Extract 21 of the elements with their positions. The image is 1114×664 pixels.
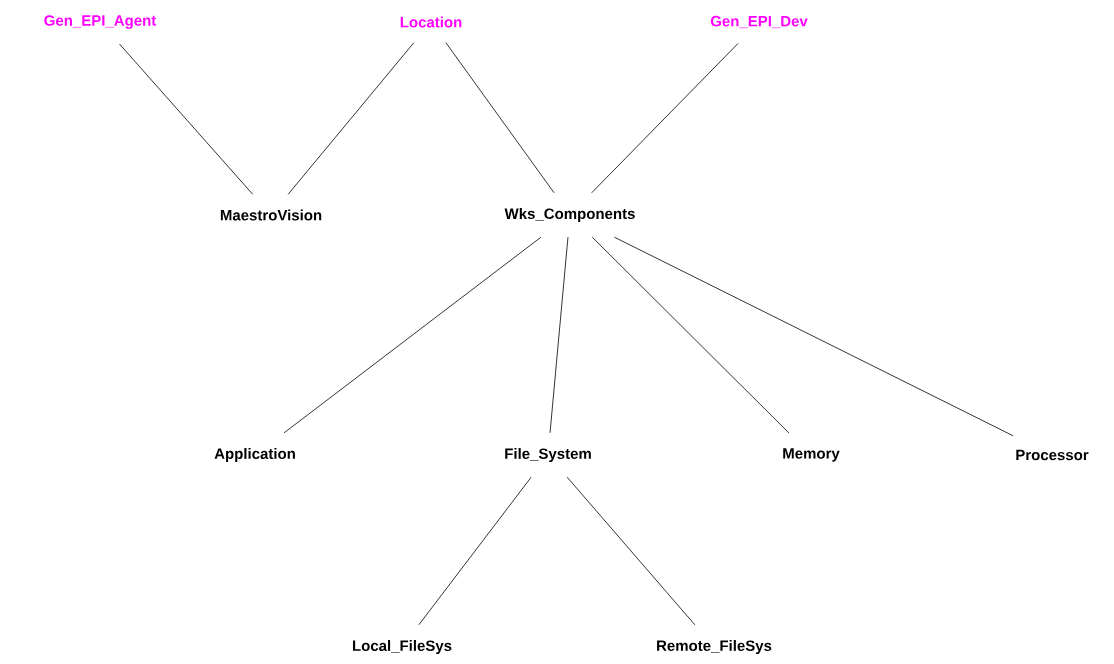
class-label: Processor <box>1016 449 1089 461</box>
class-label: Gen_EPI_Dev <box>710 15 808 29</box>
class-label: Application <box>214 448 295 462</box>
connector-line <box>566 476 696 626</box>
class-label: Location <box>400 16 462 28</box>
connector-line <box>287 42 415 195</box>
connector-line <box>591 42 739 194</box>
connector-line <box>283 236 542 434</box>
class-label: Wks_Components <box>504 208 635 222</box>
class-label: File_System <box>505 448 591 462</box>
class-label: MaestroVision <box>220 209 322 221</box>
class-label: Local_FileSys <box>353 640 452 654</box>
connector-line <box>591 236 790 434</box>
class-label: Memory <box>783 448 840 462</box>
connector-line <box>614 236 1014 437</box>
class-label: Gen_EPI_Agent <box>44 15 157 29</box>
class-label: Remote_FileSys <box>657 640 772 654</box>
connector-line <box>445 42 555 194</box>
connector-line <box>549 236 569 434</box>
connector-line <box>119 43 254 195</box>
connector-line <box>418 476 532 626</box>
